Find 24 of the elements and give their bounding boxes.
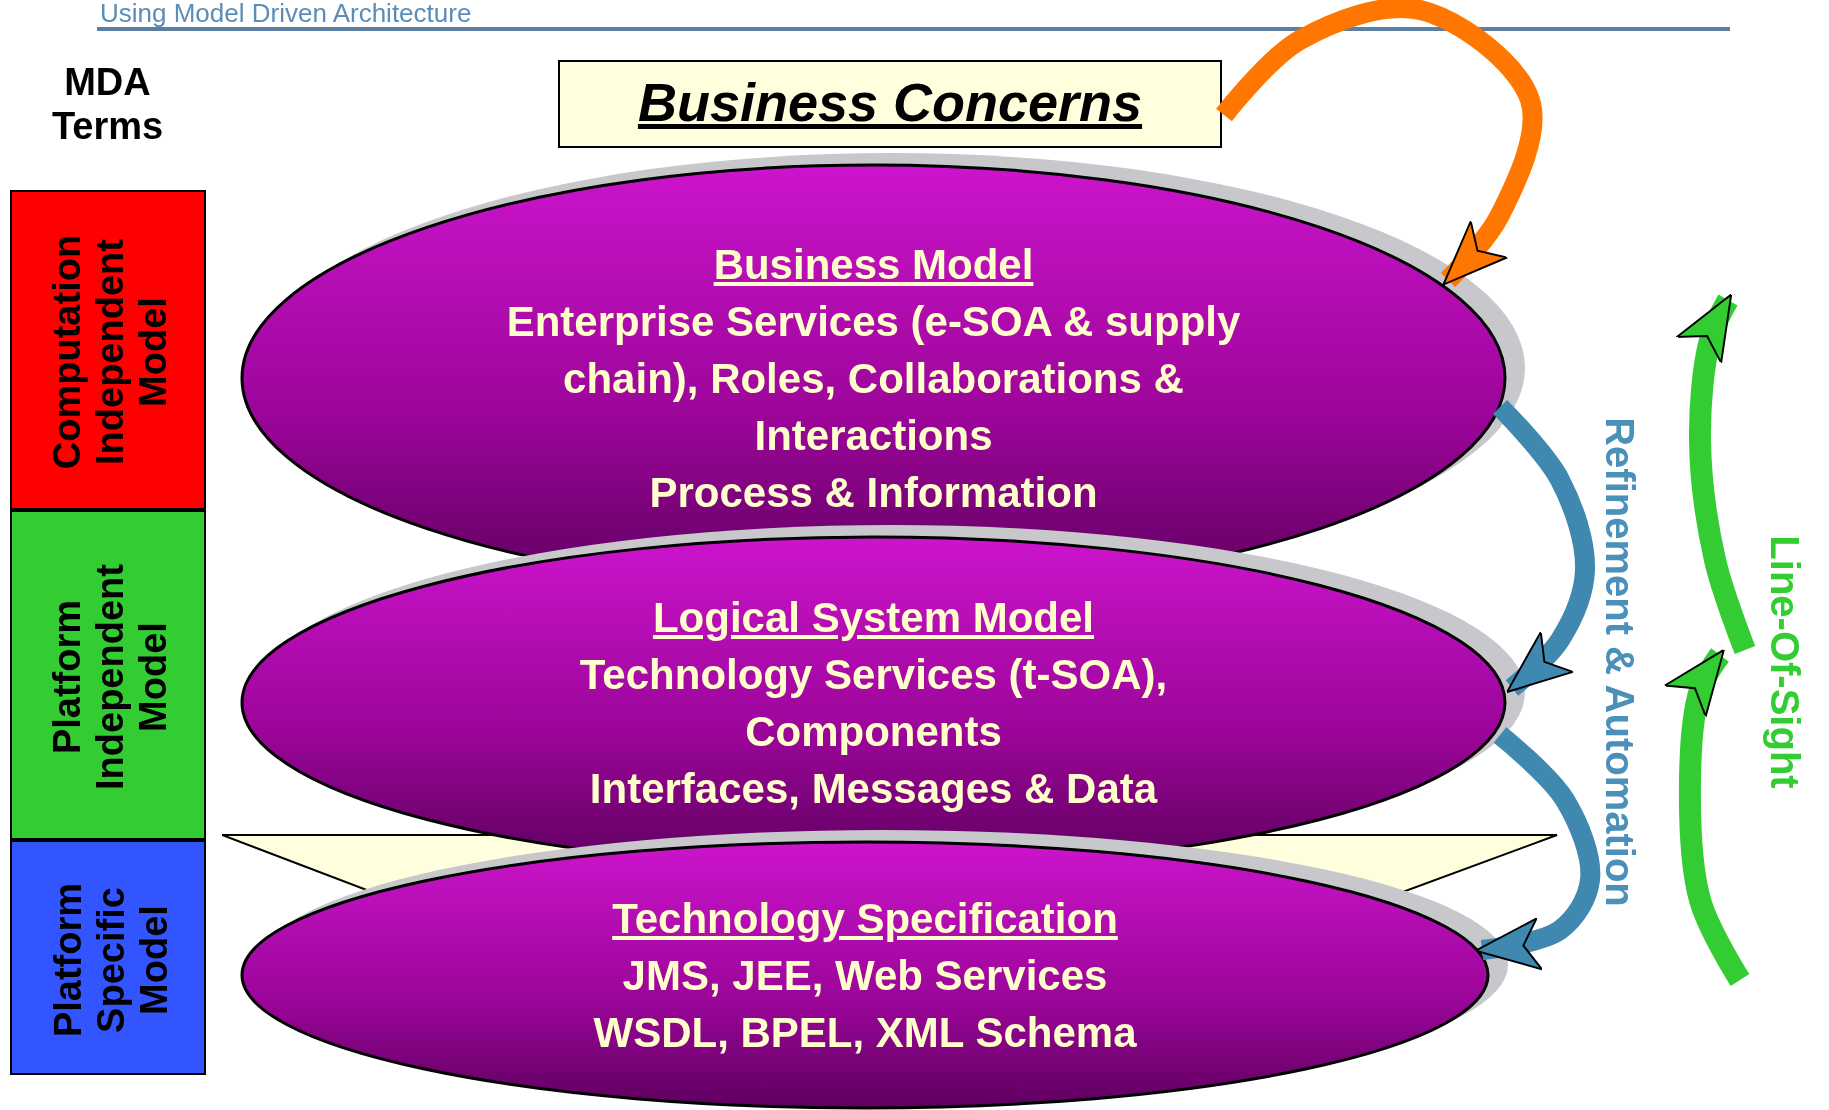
slide-title: Using Model Driven Architecture (100, 0, 472, 27)
term-box (10, 840, 206, 1075)
term-label: Platform Specific Model (48, 881, 172, 1039)
term-box (10, 510, 206, 840)
curved-arrow (1474, 727, 1601, 970)
model-description: Enterprise Services (e-SOA & supply chain), Roles, Collaborations & Interactions (505, 296, 1242, 461)
curved-arrow (1492, 399, 1595, 696)
model-heading: Business Model (713, 239, 1034, 290)
curved-arrow (1216, 0, 1543, 287)
process-label: Line-Of-Sight (1762, 534, 1808, 791)
column-heading: MDA Terms (50, 60, 165, 148)
term-label: Computation Independent Model (48, 233, 172, 472)
model-description: JMS, JEE, Web Services (622, 950, 1108, 1001)
term-label: Platform Independent Model (48, 563, 172, 792)
term-box (10, 190, 206, 510)
model-description: Technology Services (t-SOA), Components (578, 649, 1169, 757)
model-heading: Technology Specification (612, 893, 1118, 944)
model-description: Process & Information (649, 467, 1098, 518)
process-label: Refinement & Automation (1597, 416, 1643, 909)
box-heading: Business Concerns (636, 71, 1144, 134)
model-description: WSDL, BPEL, XML Schema (593, 1007, 1137, 1058)
concerns-box (558, 60, 1222, 148)
model-description: Interfaces, Messages & Data (589, 763, 1158, 814)
model-heading: Logical System Model (652, 592, 1095, 643)
